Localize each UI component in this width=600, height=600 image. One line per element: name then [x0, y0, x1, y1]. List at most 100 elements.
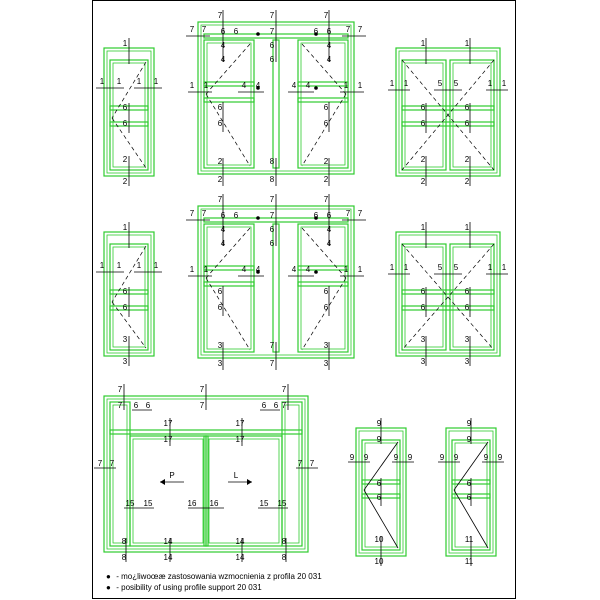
arrow-label-l: L — [234, 471, 239, 480]
label-transom: 6 — [274, 401, 279, 410]
label-narrow_frame: 9 — [394, 453, 399, 462]
window-f-transom-2 — [401, 305, 495, 311]
label-sash_tilt_top: 1 — [358, 81, 363, 90]
window-f-diag-2 — [401, 243, 495, 351]
label-mullion_center: 4 — [327, 55, 332, 64]
label-sash_tilt_top: 1 — [502, 263, 507, 272]
label-frame_outer: 7 — [218, 195, 223, 204]
label-transom: 6 — [123, 119, 128, 128]
window-b-sash-left — [203, 39, 255, 169]
legend-pl: ● - mo¿liwoœæ zastosowania wzmocnienia z… — [106, 572, 322, 581]
legend-pl-text: - mo¿liwoœæ zastosowania wzmocnienia z p… — [116, 572, 322, 581]
door-leaf-right — [205, 435, 283, 547]
label-transom: 6 — [421, 287, 426, 296]
label-transom: 6 — [465, 119, 470, 128]
label-transom: 6 — [421, 103, 426, 112]
label-frame_outer: 7 — [310, 459, 315, 468]
door-side-left-inner — [112, 404, 128, 544]
label-sash_tilt_bottom: 2 — [218, 175, 223, 184]
label-sash_tilt_top: 1 — [123, 223, 128, 232]
label-frame_outer: 7 — [110, 459, 115, 468]
label-narrow_frame: 9 — [467, 435, 472, 444]
label-door_meeting: 16 — [210, 499, 219, 508]
label-frame_outer: 7 — [358, 25, 363, 34]
support-marker-icon — [314, 216, 318, 220]
label-frame_outer: 7 — [270, 211, 275, 220]
arrow-right-icon — [247, 479, 252, 485]
label-sash_tilt_top: 1 — [404, 263, 409, 272]
label-mullion_center: 4 — [221, 41, 226, 50]
label-sash_fixed_bottom: 3 — [123, 335, 128, 344]
window-c-sash-left — [401, 59, 447, 171]
label-mullion_center: 4 — [221, 239, 226, 248]
label-door_leaf: 15 — [260, 499, 269, 508]
label-transom: 6 — [324, 303, 329, 312]
window-e-sash-right-inner — [300, 226, 346, 350]
label-frame_outer: 7 — [270, 195, 275, 204]
label-narrow_bottom_alt: 11 — [465, 535, 474, 544]
label-frame_outer: 7 — [346, 25, 351, 34]
label-transom: 6 — [465, 103, 470, 112]
label-frame_outer: 7 — [202, 209, 207, 218]
window-b-sash-left-inner — [206, 42, 252, 166]
window-f-frame — [395, 231, 501, 357]
label-frame_outer: 7 — [282, 401, 287, 410]
support-marker-icon — [256, 216, 260, 220]
label-frame_bottom: 8 — [270, 175, 275, 184]
label-mullion_center: 4 — [242, 265, 247, 274]
label-door_sill: 14 — [236, 553, 245, 562]
label-sash_fixed_bottom: 3 — [421, 335, 426, 344]
label-frame_outer: 7 — [358, 209, 363, 218]
label-door_leaf: 15 — [278, 499, 287, 508]
window-b-transom-r2 — [297, 97, 349, 103]
label-narrow_frame: 9 — [484, 453, 489, 462]
label-sash_tilt_bottom: 2 — [465, 155, 470, 164]
support-marker-icon — [256, 32, 260, 36]
label-frame_outer: 7 — [202, 25, 207, 34]
label-sash_tilt_top: 1 — [117, 261, 122, 270]
label-sash_tilt_bottom: 2 — [218, 157, 223, 166]
window-c-transom — [401, 105, 495, 111]
label-sash_tilt_top: 1 — [190, 81, 195, 90]
label-mullion_center: 4 — [221, 225, 226, 234]
support-marker-icon — [256, 270, 260, 274]
label-sash_fixed_bottom: 3 — [123, 357, 128, 366]
label-transom: 6 — [327, 27, 332, 36]
label-frame_outer: 7 — [324, 11, 329, 20]
window-e-sash-left-inner — [206, 226, 252, 350]
label-sash_tilt_top: 1 — [204, 265, 209, 274]
label-mullion_center: 4 — [221, 55, 226, 64]
label-transom: 6 — [218, 119, 223, 128]
door-side-left — [109, 401, 131, 547]
label-transom: 6 — [377, 493, 382, 502]
label-transom: 6 — [324, 119, 329, 128]
window-b-transom-l — [203, 81, 255, 87]
label-sash_tilt_top: 1 — [123, 39, 128, 48]
label-frame_bottom: 8 — [282, 537, 287, 546]
window-f-sash-left — [401, 243, 447, 351]
label-sash_tilt_bottom: 2 — [465, 177, 470, 186]
label-sash_tilt_top: 1 — [358, 265, 363, 274]
label-transom: 6 — [421, 303, 426, 312]
label-door_leaf: 15 — [126, 499, 135, 508]
label-narrow_frame: 9 — [454, 453, 459, 462]
window-b-dash-r2 — [301, 93, 347, 167]
label-transom: 6 — [234, 27, 239, 36]
label-sash_side_pair: 5 — [454, 263, 459, 272]
label-frame_outer: 7 — [270, 359, 275, 368]
label-frame_outer: 7 — [270, 11, 275, 20]
window-c-sash-right — [449, 59, 495, 171]
support-marker-icon — [314, 270, 318, 274]
label-mullion_center: 4 — [327, 239, 332, 248]
label-sash_side_pair: 5 — [454, 79, 459, 88]
label-sash_tilt_top: 1 — [390, 79, 395, 88]
support-marker-icon: ● — [106, 583, 111, 592]
label-frame_outer: 7 — [282, 385, 287, 394]
window-b-sash-right-inner — [300, 42, 346, 166]
label-frame_bottom: 8 — [122, 553, 127, 562]
window-f-sash-right-inner — [452, 246, 492, 348]
label-transom: 6 — [218, 103, 223, 112]
label-transom: 6 — [146, 401, 151, 410]
label-sash_tilt_top: 1 — [488, 263, 493, 272]
